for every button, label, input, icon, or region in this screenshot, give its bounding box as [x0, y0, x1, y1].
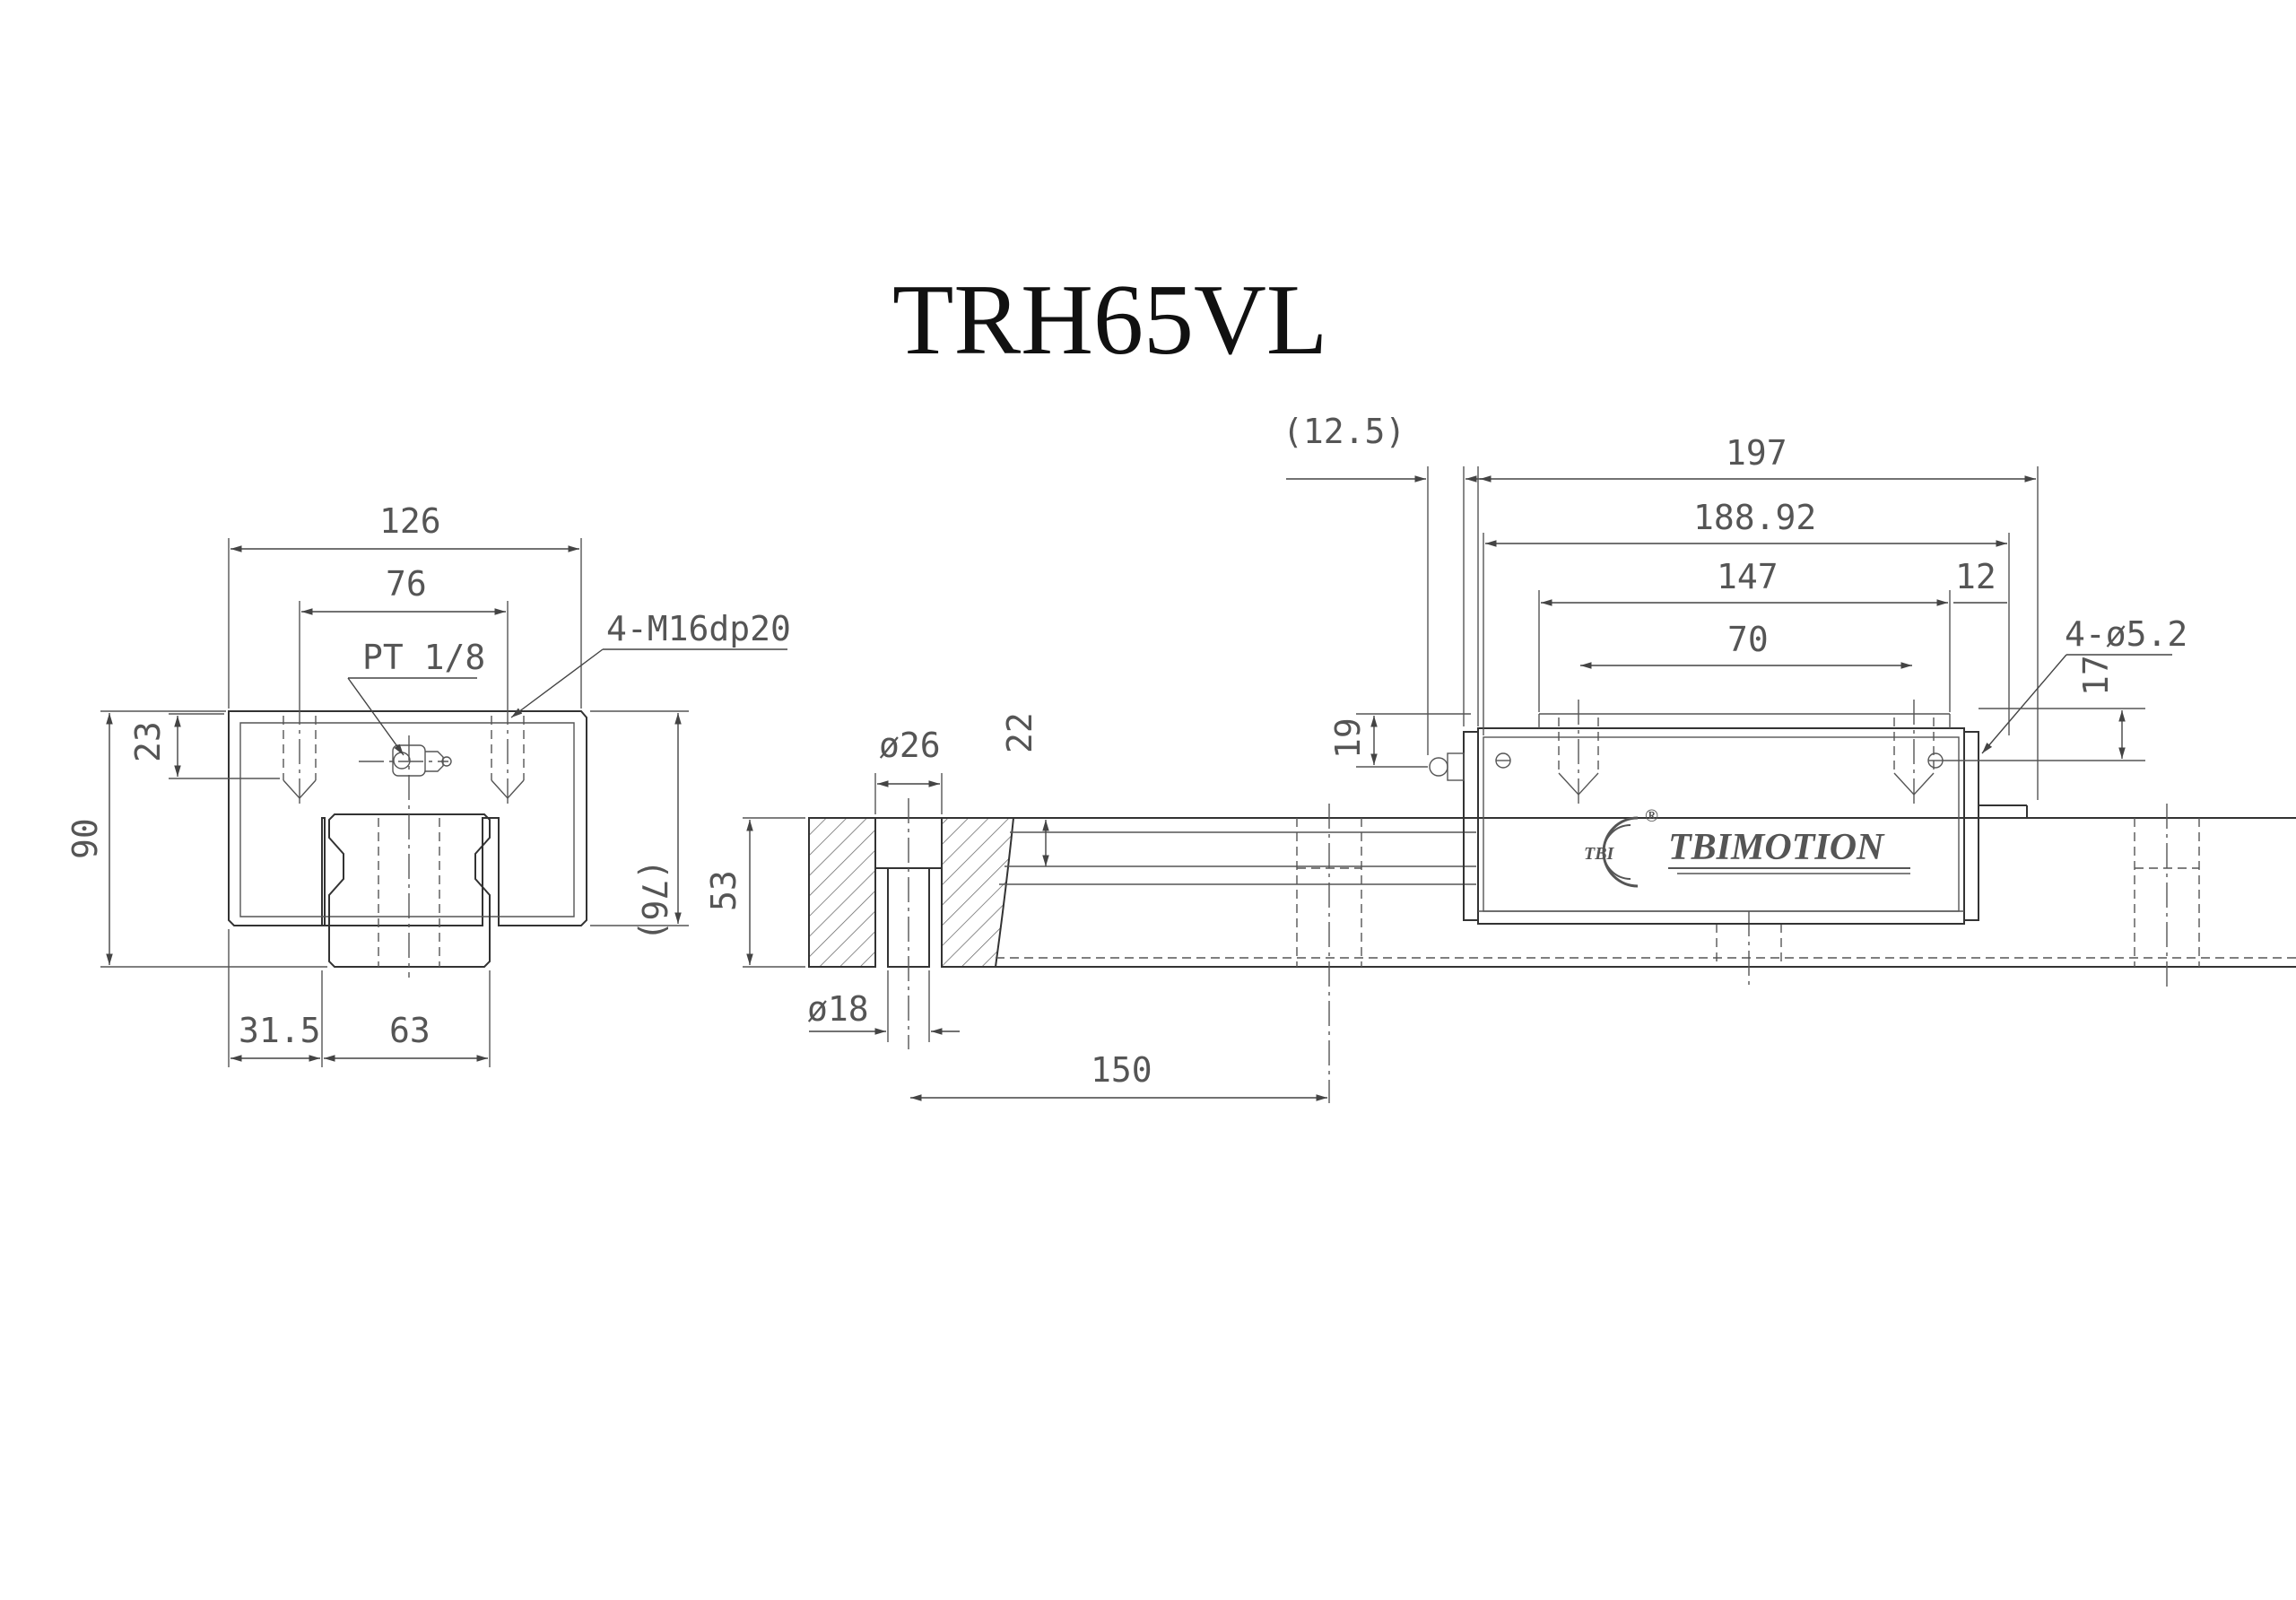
dim-through-hole-dia: ø18 [807, 989, 869, 1029]
side-view: TBI ® TBIMOTION (12.5) 197 188.92 147 12 [1283, 412, 2187, 925]
dim-total-height: 90 [65, 818, 105, 859]
dim-hole-pitch: 150 [1091, 1050, 1152, 1090]
rail-profile-front [328, 813, 491, 968]
dim-lube-height: 17 [2076, 655, 2116, 696]
rail-hole-2 [1716, 924, 1782, 967]
dim-end-offset: 12 [1955, 557, 1996, 596]
dim-body-length: 188.92 [1693, 498, 1816, 537]
block-body-side [1477, 727, 1965, 925]
dim-hole-spacing-long: 147 [1717, 557, 1779, 596]
grease-nipple-side [1429, 752, 1465, 781]
svg-text:®: ® [1645, 806, 1658, 826]
dim-hole-spacing-short: 70 [1727, 620, 1769, 659]
dim-nipple-height: 19 [1328, 717, 1368, 759]
rail-section-hatch-right [941, 817, 1015, 968]
rail-section-view: ø26 22 53 ø18 150 [704, 712, 2296, 1103]
dim-block-height: (76) [634, 859, 674, 942]
dim-tapped-holes: 4-M16dp20 [606, 609, 791, 648]
dim-counterbore-dia: ø26 [879, 726, 941, 765]
dim-side-offset: 31.5 [239, 1011, 321, 1050]
front-view: 126 76 PT 1/8 4-M16dp20 23 90 (76) [65, 501, 791, 1067]
grease-nipple-front [392, 744, 452, 777]
logo-wordmark: TBIMOTION [1668, 827, 1885, 868]
dim-mount-spacing: 76 [386, 564, 427, 604]
dim-block-length: 197 [1726, 433, 1787, 473]
logo-mark-text: TBI [1584, 844, 1615, 864]
dim-top-to-hole: 23 [128, 721, 168, 762]
rail-section-hatch-left [808, 817, 876, 968]
dim-rail-height: 53 [704, 870, 744, 911]
dim-counterbore-depth: 22 [1000, 712, 1039, 753]
tbimotion-logo: TBI ® TBIMOTION [1584, 806, 1910, 888]
dim-width: 126 [379, 501, 441, 541]
dim-grease-fitting: PT 1/8 [362, 638, 485, 677]
dim-rail-width: 63 [389, 1011, 430, 1050]
dim-seal-offset: (12.5) [1283, 412, 1405, 451]
drawing-title: TRH65VL [892, 265, 1327, 376]
block-outline-front [228, 710, 587, 926]
dim-lube-holes: 4-ø5.2 [2065, 614, 2187, 654]
